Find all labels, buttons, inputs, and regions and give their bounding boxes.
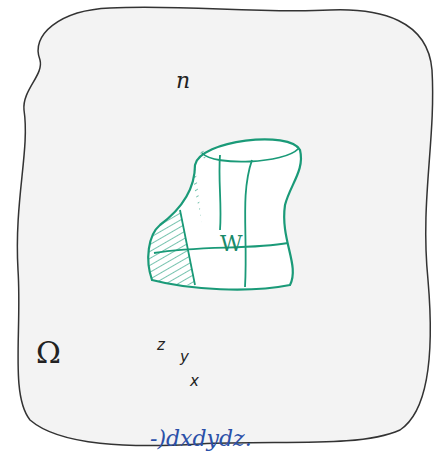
outline — [140, 125, 310, 300]
axis-label: x — [190, 374, 199, 389]
subregion-label: W — [220, 233, 243, 255]
region-label: Ω — [36, 338, 61, 368]
vector-label: n — [176, 70, 190, 92]
axis-label: z — [157, 338, 165, 353]
subregion-shape: W — [140, 125, 310, 300]
formula-text: -)dxdydz. — [150, 428, 252, 450]
axis-label: y — [180, 350, 189, 365]
